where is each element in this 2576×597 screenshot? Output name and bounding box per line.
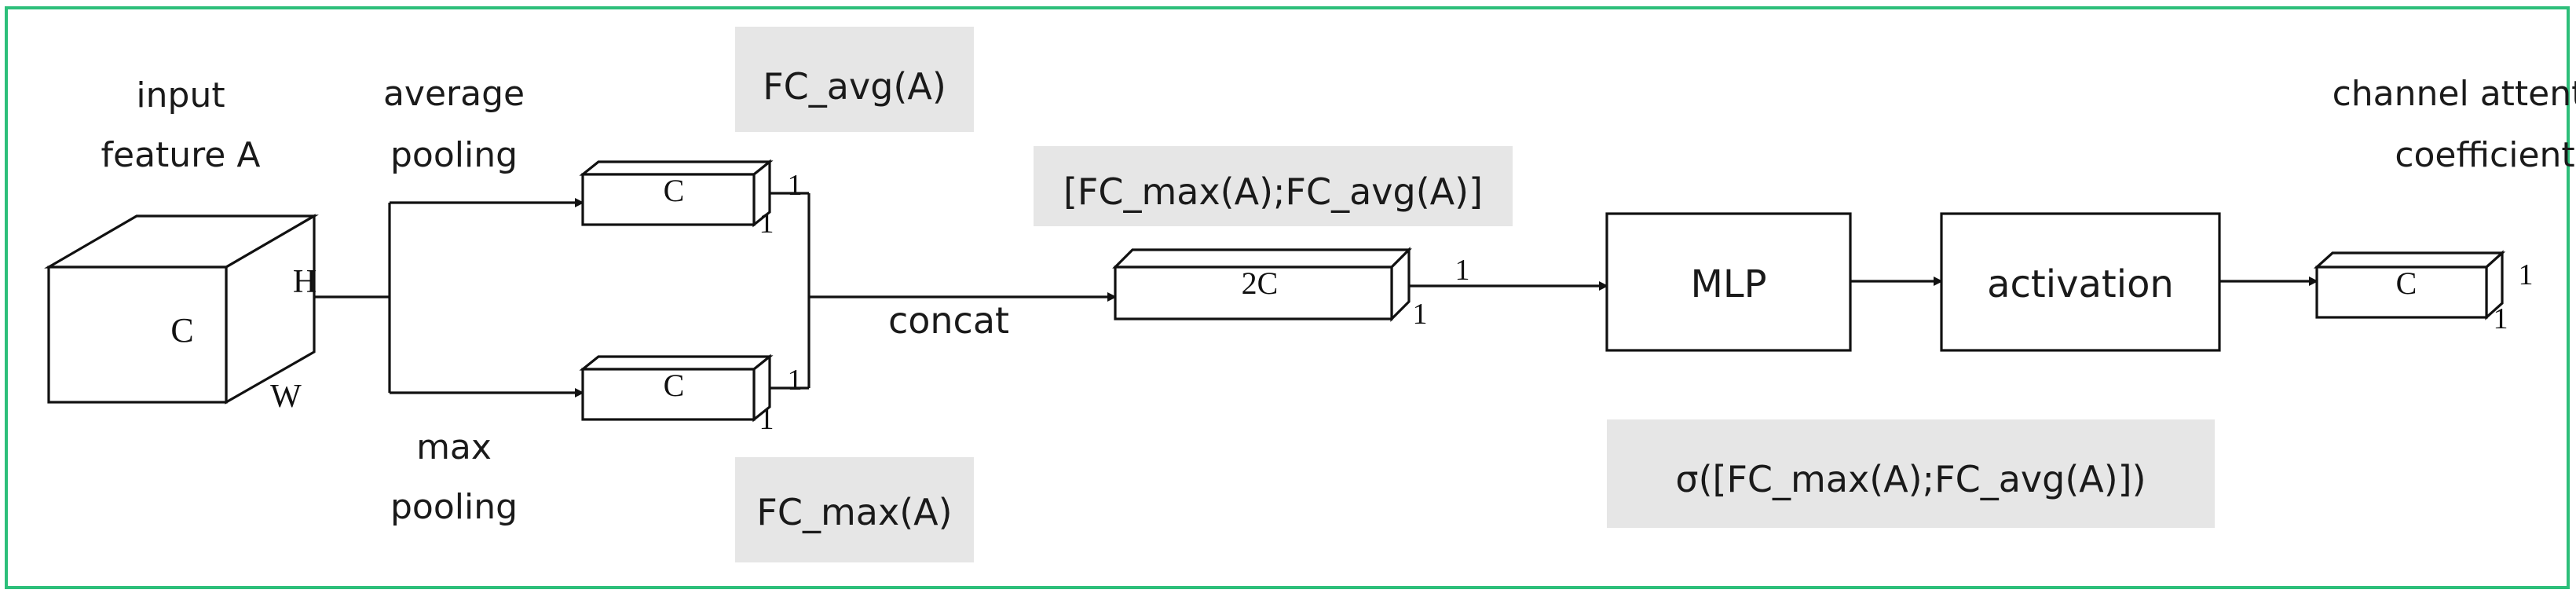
max-pooled-vector [579,353,774,423]
concat-vector [1112,247,1412,322]
concat-label: concat [888,299,1009,342]
input-width-label: W [270,379,302,415]
fc-max-box [735,457,974,562]
max-pooling-label-line2: pooling [390,487,518,527]
fc-avg-box [735,27,974,132]
avg-vector-dim2: 1 [759,207,774,240]
output-vector-dim2: 1 [2494,302,2508,335]
output-title-line2: coefficient [2395,135,2574,175]
concat-formula-box [1034,146,1513,226]
concat-formula: [FC_max(A);FC_avg(A)] [1063,170,1483,213]
fc-max-label: FC_max(A) [756,491,952,533]
activation-label: activation [1987,262,2174,306]
input-feature-cube [44,214,319,405]
mlp-box [1605,212,1852,352]
avg-pooling-label-line1: average [383,74,525,114]
activation-box [1940,212,2221,352]
input-title-line2: feature A [101,135,261,175]
output-vector-dim1: 1 [2519,258,2534,291]
sigma-formula: σ([FC_max(A);FC_avg(A)]) [1675,458,2146,500]
output-vector-channels: C [2396,266,2417,301]
concat-vector-channels: 2C [1242,266,1279,301]
max-vector-dim2: 1 [759,403,774,436]
avg-vector-channels: C [664,173,685,208]
max-pooling-label-line1: max [416,427,492,467]
concat-vector-dim2: 1 [1413,298,1428,331]
input-height-label: H [293,264,317,300]
concat-vector-dim1: 1 [1455,254,1470,287]
fc-avg-label: FC_avg(A) [763,65,946,108]
mlp-label: MLP [1690,262,1766,306]
input-title-line1: input [136,75,225,115]
input-channels-label: C [170,311,193,350]
outer-frame [5,6,2570,589]
output-title-line1: channel attention [2333,74,2576,114]
avg-vector-dim1: 1 [788,169,803,202]
sigma-formula-box [1607,419,2215,528]
max-vector-channels: C [664,368,685,403]
max-vector-dim1: 1 [788,364,803,397]
avg-pooled-vector [579,159,774,228]
concat-connector [770,192,1117,390]
output-vector [2313,250,2506,320]
split-connector [314,198,584,397]
avg-pooling-label-line2: pooling [390,135,518,175]
